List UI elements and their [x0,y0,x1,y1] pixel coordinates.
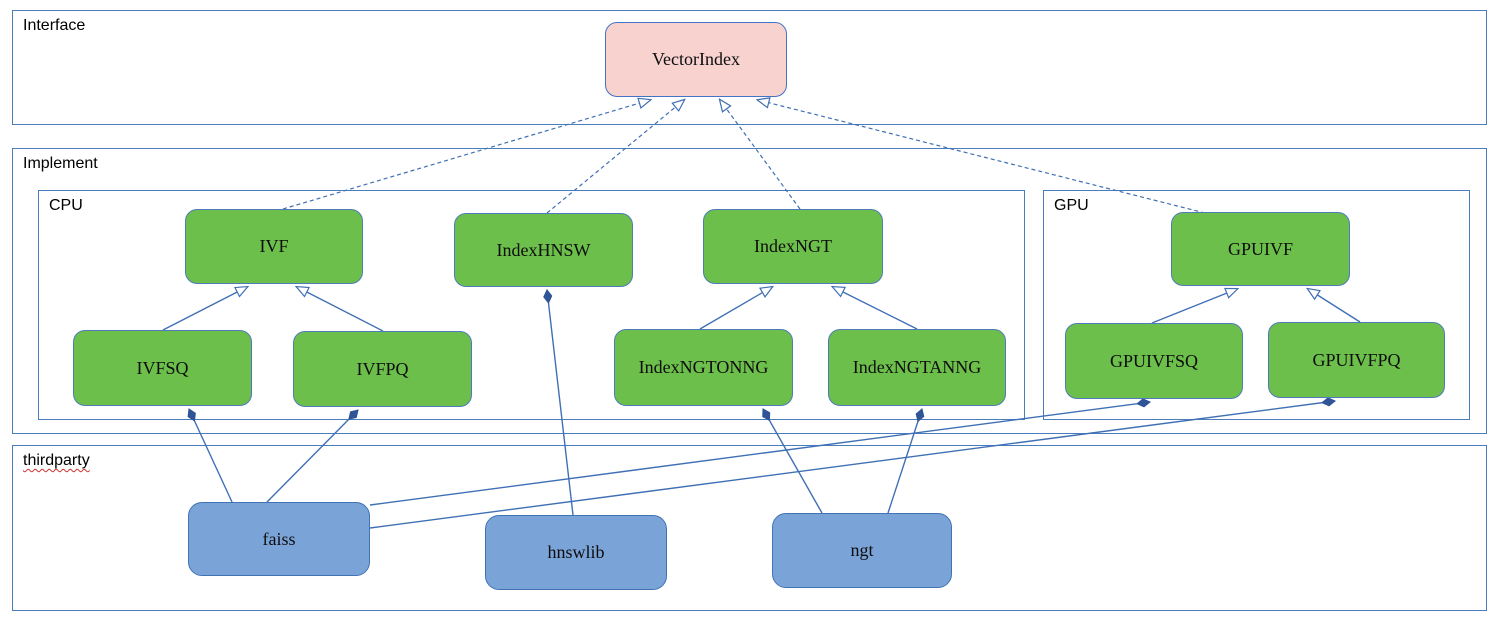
node-indexhnsw-label: IndexHNSW [496,239,591,260]
node-vectorindex-label: VectorIndex [652,49,740,69]
node-indexngtanng[interactable]: IndexNGTANNG [828,329,1006,406]
node-vectorindex[interactable]: VectorIndex [605,22,787,97]
node-ivf-label: IVF [259,236,289,256]
node-ivfsq[interactable]: IVFSQ [73,330,252,406]
node-indexngt[interactable]: IndexNGT [703,209,883,284]
node-indexngt-label: IndexNGT [754,236,832,256]
node-indexhnsw[interactable]: IndexHNSW [454,213,633,287]
node-indexngtonng-label: IndexNGTONNG [638,357,769,377]
node-ngt[interactable]: ngt [772,513,952,588]
node-gpuivf[interactable]: GPUIVF [1171,212,1350,286]
node-gpuivfsq-label: GPUIVFSQ [1109,350,1199,371]
node-gpuivfpq-label: GPUIVFPQ [1312,349,1401,370]
node-gpuivfsq[interactable]: GPUIVFSQ [1065,323,1243,399]
node-ivfpq[interactable]: IVFPQ [293,331,472,407]
node-faiss-label: faiss [262,528,296,549]
node-indexngtonng[interactable]: IndexNGTONNG [614,329,793,406]
node-ivfpq-label: IVFPQ [356,358,409,379]
node-hnswlib-label: hnswlib [547,542,605,562]
node-ivfsq-label: IVFSQ [136,357,189,378]
node-indexngtanng-label: IndexNGTANNG [852,357,982,377]
node-gpuivf-label: GPUIVF [1227,238,1293,259]
container-implement-label: Implement [23,155,98,172]
node-hnswlib[interactable]: hnswlib [485,515,667,590]
container-gpu-label: GPU [1054,197,1089,214]
node-ngt-label: ngt [850,540,874,560]
container-cpu-label: CPU [49,197,83,214]
node-gpuivfpq[interactable]: GPUIVFPQ [1268,322,1445,398]
container-thirdparty-label: thirdparty [23,452,90,469]
container-interface-label: Interface [23,17,86,34]
node-faiss[interactable]: faiss [188,502,370,576]
node-ivf[interactable]: IVF [185,209,363,284]
